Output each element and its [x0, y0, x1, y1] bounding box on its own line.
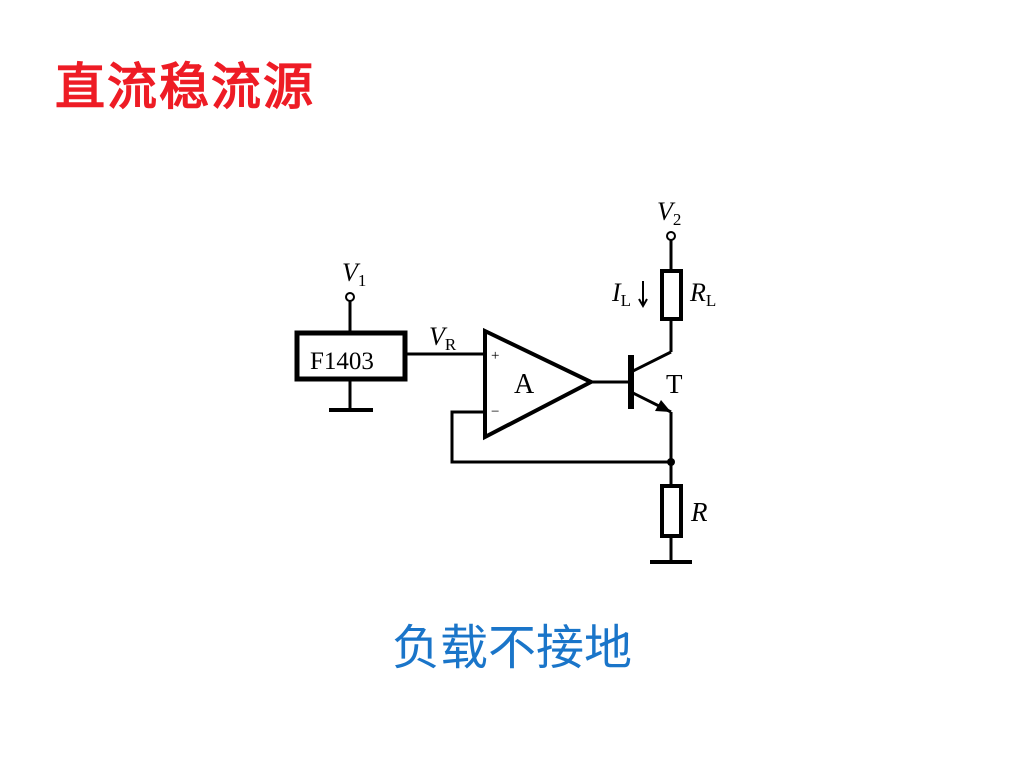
v2-label: V2 [657, 197, 681, 229]
transistor-collector [632, 350, 672, 373]
v1-label: V1 [342, 258, 366, 290]
regulator-label: F1403 [310, 348, 374, 375]
emitter-arrow-icon [655, 400, 671, 412]
v2-terminal [666, 231, 676, 241]
opamp-minus-label: − [491, 404, 499, 420]
transistor-label: T [666, 369, 683, 399]
slide-caption: 负载不接地 [391, 620, 632, 676]
load-current-arrow-head [638, 298, 648, 309]
load-resistor [660, 269, 683, 321]
load-current-label: IL [611, 278, 631, 310]
sense-resistor-label: R [690, 497, 708, 527]
load-resistor-label: RL [689, 278, 716, 310]
feedback-wire [450, 410, 671, 464]
vr-label: VR [429, 322, 457, 354]
opamp-triangle [483, 327, 596, 441]
opamp-plus-label: + [491, 348, 499, 364]
v1-terminal [345, 292, 355, 302]
opamp-label: A [514, 369, 535, 400]
slide-title: 直流稳流源 [55, 58, 315, 116]
sense-resistor [660, 484, 683, 538]
